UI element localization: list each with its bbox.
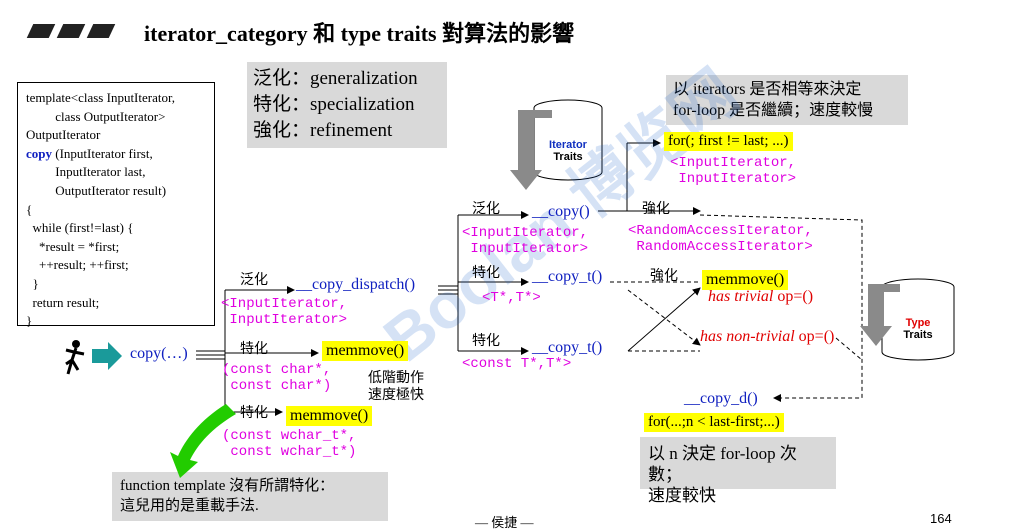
iterator-traits-label: Iterator Traits [548, 139, 588, 163]
tehua-label-3: 特化 [472, 266, 500, 281]
note-overloading: function template 沒有所謂特化： 這兒用的是重載手法. [112, 472, 388, 521]
copy-function-label: __copy() [532, 203, 590, 220]
code-line: OutputIterator [26, 127, 101, 143]
code-line: template<class InputIterator, [26, 90, 176, 105]
memmove-wchar-box: memmove() [286, 406, 373, 426]
code-line: class OutputIterator> [26, 108, 166, 124]
code-line: OutputIterator result) [26, 182, 167, 198]
cylinder-label-line: Traits [553, 151, 583, 163]
code-keyword-copy: copy [26, 145, 52, 161]
copy-t-label-1: __copy_t() [532, 268, 603, 285]
code-line: { [26, 201, 33, 217]
copy-dispatch-label: __copy_dispatch() [296, 276, 416, 293]
cylinder-label-line: Iterator [549, 139, 587, 151]
input-iterator-pair-label-3: <InputIterator, InputIterator> [670, 155, 797, 187]
running-person-icon [65, 340, 85, 375]
teal-arrow-icon [92, 342, 122, 370]
italic-part: has non-trivial [700, 328, 795, 345]
type-traits-label: Type Traits [898, 317, 938, 341]
memmove-char-box: memmove() [322, 341, 409, 361]
input-iterator-pair-label: <InputIterator, InputIterator> [221, 296, 348, 328]
code-line: } [26, 313, 33, 329]
for-loop-iterator-box: for(; first != last; ...) [664, 132, 793, 151]
tehua-label-2: 特化 [240, 406, 268, 421]
note-line: 以 iterators 是否相等來決定 [673, 81, 862, 98]
note-n-count: 以 n 決定 for-loop 次數； 速度較快 [640, 437, 836, 505]
op-part: op=() [773, 288, 814, 305]
copy-d-label: __copy_d() [684, 390, 758, 407]
code-line: (InputIterator first, [52, 145, 153, 161]
slide-title: iterator_category 和 type traits 對算法的影響 [144, 21, 575, 46]
has-trivial-label: has trivial op=() [708, 288, 813, 306]
iterator-traits-arrow-icon [510, 110, 552, 190]
note-line: 速度極快 [368, 388, 424, 403]
terms-box: 泛化：generalization 特化：specialization 強化：r… [247, 62, 447, 148]
iterator-traits-cylinder [533, 99, 603, 181]
term-refinement: 強化：refinement [253, 120, 393, 141]
fanhua-label-1: 泛化 [240, 273, 268, 288]
copy-t-label-2: __copy_t() [532, 339, 603, 356]
footer-author: — 侯捷 — [475, 515, 534, 530]
qianghua-label-1: 強化 [642, 202, 670, 217]
note-line: 以 n 決定 for-loop 次數； [648, 444, 797, 484]
code-line: ++result; ++first; [26, 257, 129, 273]
green-curved-arrow-icon [170, 404, 236, 478]
code-line: return result; [26, 294, 100, 310]
random-access-pair-label: <RandomAccessIterator, RandomAccessItera… [628, 223, 813, 255]
const-tstar-pair-label: <const T*,T*> [462, 356, 572, 372]
const-wchar-pair-label: (const wchar_t*, const wchar_t*) [222, 428, 357, 460]
code-line: while (first!=last) { [26, 220, 134, 236]
note-line: 速度較快 [648, 486, 716, 505]
note-line: for-loop 是否繼續；速度較慢 [673, 102, 874, 119]
copy-call-label: copy(…) [130, 345, 188, 362]
type-traits-arrow-icon [860, 284, 900, 346]
code-line: InputIterator last, [26, 164, 146, 180]
low-level-note: 低階動作 速度極快 [368, 370, 424, 404]
italic-part: has trivial [708, 288, 774, 305]
memmove-trivial-box: memmove() [702, 270, 789, 290]
page-number: 164 [930, 511, 952, 526]
note-iterator-compare: 以 iterators 是否相等來決定 for-loop 是否繼續；速度較慢 [666, 75, 908, 125]
code-line: } [26, 275, 39, 291]
op-part: op=() [794, 328, 835, 345]
tehua-label-4: 特化 [472, 334, 500, 349]
has-nontrivial-label: has non-trivial op=() [700, 328, 834, 346]
const-char-pair-label: (const char*, const char*) [222, 362, 332, 394]
tehua-label-1: 特化 [240, 342, 268, 357]
note-line: function template 沒有所謂特化： [120, 478, 335, 494]
code-line: *result = *first; [26, 238, 120, 254]
fanhua-label-2: 泛化 [472, 202, 500, 217]
qianghua-label-2: 強化 [650, 269, 678, 284]
copy-source-code-box: template<class InputIterator, class Outp… [17, 82, 215, 329]
tstar-pair-label: <T*,T*> [482, 290, 541, 306]
note-line: 這兒用的是重載手法. [120, 498, 259, 514]
cylinder-label-line: Type [905, 317, 931, 329]
term-generalization: 泛化：generalization [253, 68, 418, 89]
note-line: 低階動作 [368, 371, 424, 386]
input-iterator-pair-label-2: <InputIterator, InputIterator> [462, 225, 589, 257]
term-specialization: 特化：specialization [253, 94, 415, 115]
for-loop-n-box: for(...;n < last-first;...) [644, 413, 784, 432]
cylinder-label-line: Traits [903, 329, 933, 341]
